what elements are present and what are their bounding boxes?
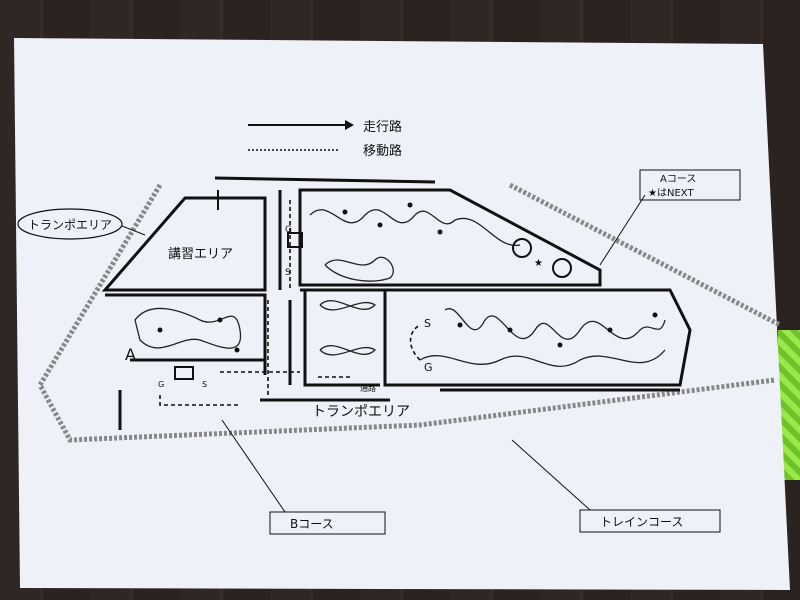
next-note-label: ★はNEXT <box>648 187 694 199</box>
movement-paths <box>159 200 421 406</box>
callout-b-course: Bコース <box>221 419 386 535</box>
passage-label: 通路 <box>360 383 376 393</box>
start-marker-train: S <box>424 317 431 330</box>
legend: 走行路 移動路 <box>248 119 402 159</box>
course-outlines <box>101 176 692 430</box>
course-cones <box>157 202 658 353</box>
callout-trampo-top: トランポエリア <box>17 208 146 240</box>
callout-a-course: Aコース ★はNEXT <box>599 169 741 266</box>
goal-marker-b: G <box>158 380 164 389</box>
goal-marker-train: G <box>424 361 433 374</box>
paper-sheet <box>14 38 790 590</box>
green-strap <box>778 330 800 480</box>
trampo-area-top-label: トランポエリア <box>28 218 112 232</box>
trampo-area-bottom-label: トランポエリア <box>312 404 410 420</box>
legend-dotted-label: 移動路 <box>363 143 402 159</box>
training-area-label: 講習エリア <box>168 246 233 262</box>
a-course-label: Aコース <box>660 174 696 185</box>
b-course-label: Bコース <box>290 517 334 531</box>
tent-icon <box>174 366 194 380</box>
callout-train-course: トレインコース <box>511 439 721 533</box>
goal-marker-a: G <box>285 225 292 235</box>
course-paths <box>134 209 666 367</box>
a-mark: A <box>125 345 136 364</box>
site-boundary <box>37 182 782 443</box>
next-star-icon: ★ <box>534 258 543 269</box>
start-marker-a: S <box>285 268 291 278</box>
box-icon <box>287 232 303 248</box>
legend-solid-label: 走行路 <box>363 119 402 135</box>
train-course-label: トレインコース <box>600 515 683 529</box>
start-marker-b: S <box>202 380 207 389</box>
